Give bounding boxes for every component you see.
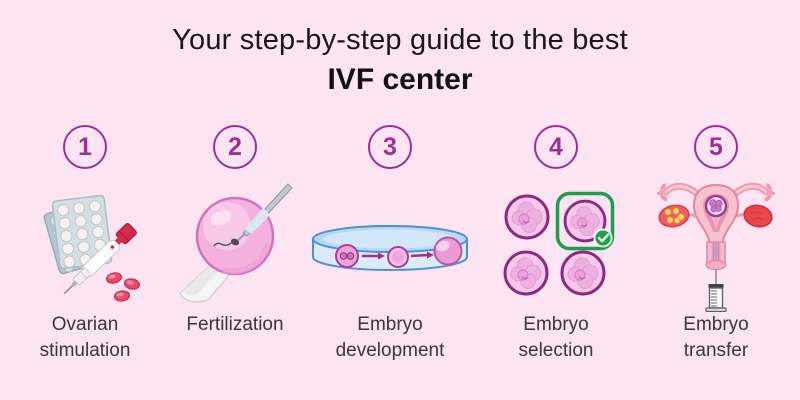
step-number-badge: 3 bbox=[368, 125, 412, 169]
step-column-embryo-development: 3 Embryo development bbox=[312, 125, 468, 390]
step-label: Fertilization bbox=[186, 314, 284, 335]
page-title-line2: IVF center bbox=[327, 63, 473, 96]
egg-icsi-needle-icon bbox=[179, 183, 293, 303]
blister-packs-injection-pen-icon bbox=[43, 194, 141, 302]
step-label: Embryo transfer bbox=[683, 314, 749, 361]
step-column-embryo-selection: 4 Embryo selection bbox=[481, 125, 631, 390]
step-column-fertilization: 2 Fertilization bbox=[160, 125, 310, 390]
step-column-ovarian-stimulation: 1 bbox=[10, 125, 160, 390]
step-number-badge: 5 bbox=[694, 125, 738, 169]
step-label: Embryo development bbox=[335, 314, 445, 361]
step-number-badge: 1 bbox=[63, 125, 107, 169]
step-number-badge: 4 bbox=[534, 125, 578, 169]
uterus-syringe-icon bbox=[656, 182, 776, 312]
step-number-badge: 2 bbox=[213, 125, 257, 169]
step-label: Embryo selection bbox=[518, 314, 594, 361]
step-column-embryo-transfer: 5 bbox=[641, 125, 791, 390]
step-label: Ovarian stimulation bbox=[39, 314, 131, 361]
page-title-line1: Your step-by-step guide to the best bbox=[172, 24, 628, 56]
petri-dish-embryo-growth-icon bbox=[312, 225, 468, 271]
embryo-grid-checkmark-icon bbox=[503, 191, 615, 296]
